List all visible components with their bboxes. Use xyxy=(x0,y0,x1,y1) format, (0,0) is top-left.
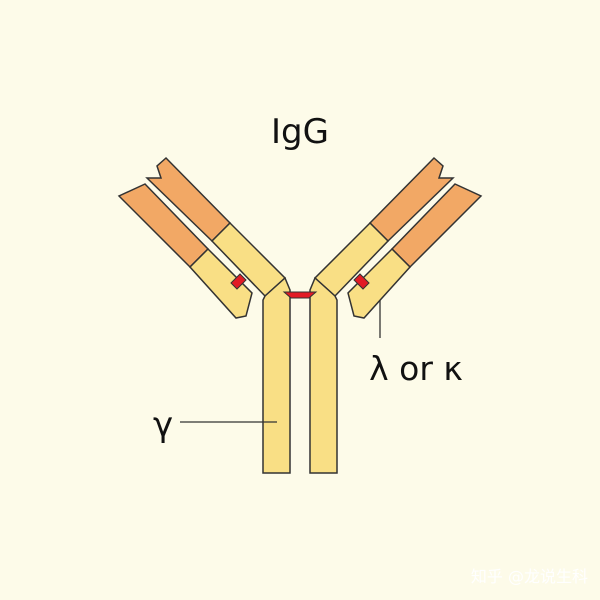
right-light-chain xyxy=(347,183,483,319)
fc-stem xyxy=(262,276,338,474)
left-heavy-chain-arm xyxy=(145,156,287,298)
left-fc-heavy-chain xyxy=(262,276,291,474)
right-heavy-chain-arm xyxy=(313,156,455,298)
watermark: 知乎 @龙说生科 xyxy=(471,567,588,586)
left-light-constant-region xyxy=(188,247,253,319)
right-light-constant-region xyxy=(347,247,412,319)
light-chain-label: λ or κ xyxy=(369,349,463,388)
disulfide-bonds xyxy=(230,273,370,299)
heavy-chain-label: γ xyxy=(153,405,173,445)
diagram-title: IgG xyxy=(271,112,329,152)
hinge-disulfide-bond xyxy=(282,291,318,299)
left-interchain-disulfide-bond xyxy=(230,273,247,290)
left-light-chain xyxy=(117,183,253,319)
right-fc-heavy-chain xyxy=(309,276,338,474)
right-interchain-disulfide-bond xyxy=(353,273,370,290)
